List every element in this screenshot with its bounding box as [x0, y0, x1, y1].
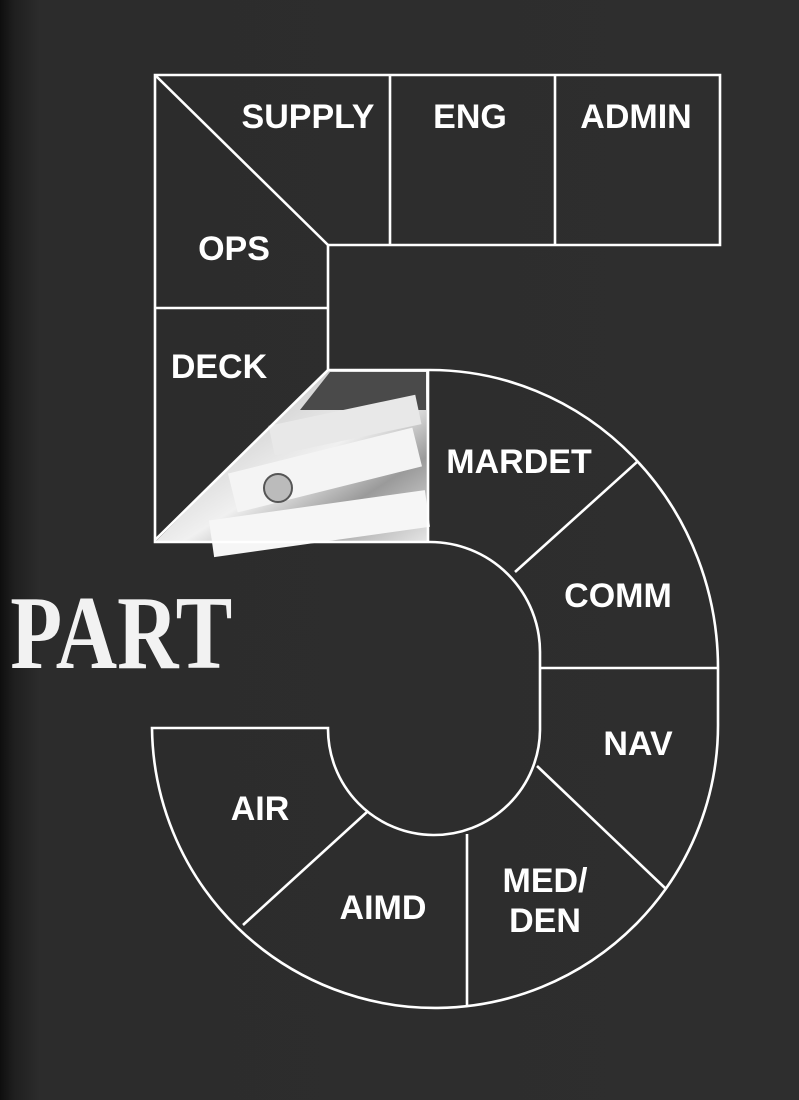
section-comm: COMM	[564, 577, 672, 615]
section-ops: OPS	[198, 230, 270, 268]
section-aimd: AIMD	[340, 889, 427, 927]
missile-photo	[155, 370, 431, 558]
section-air: AIR	[231, 790, 290, 828]
numeral-five-outline	[150, 73, 722, 1010]
section-deck: DECK	[171, 348, 268, 386]
section-nav: NAV	[603, 725, 673, 763]
section-mardet: MARDET	[446, 443, 592, 481]
section-supply: SUPPLY	[242, 98, 375, 136]
section-dividers	[154, 74, 718, 1005]
section-med-line1: MED/	[503, 862, 589, 900]
part-heading: PART	[10, 574, 232, 691]
section-med-line2: DEN	[509, 902, 581, 940]
section-admin: ADMIN	[580, 98, 691, 136]
section-eng: ENG	[433, 98, 507, 136]
